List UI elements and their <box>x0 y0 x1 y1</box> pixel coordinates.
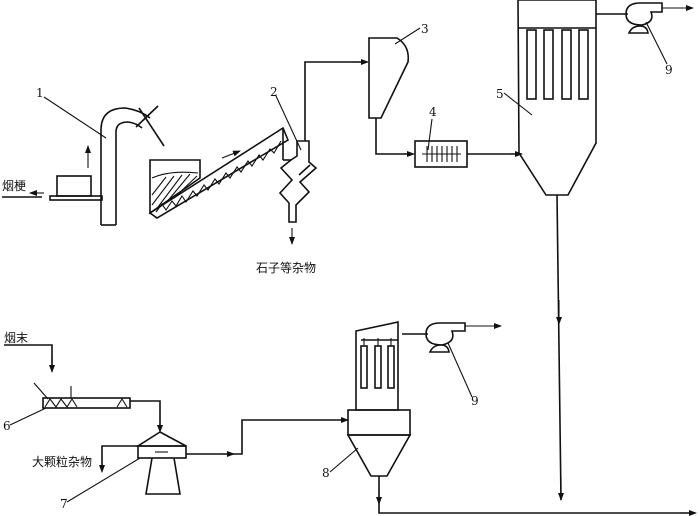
pipe-screen-to-filter8 <box>186 419 346 455</box>
screw-flights-right <box>116 397 128 408</box>
pipe-separator-to-cyclone <box>304 61 366 141</box>
lift-pipe-inner <box>115 121 143 225</box>
equipment-3-cyclone: 3 <box>368 22 429 119</box>
deflector-arm <box>135 105 159 128</box>
filter-bag <box>526 29 537 100</box>
equipment-5-bag-filter: 5 <box>496 0 597 196</box>
label-9-bottom: 9 <box>471 394 479 408</box>
equipment-1-lift-pipe: 1 <box>36 86 165 226</box>
filter-bag <box>561 29 572 100</box>
equipment-9-fan-top: 9 <box>625 2 694 77</box>
leader-5 <box>503 92 533 116</box>
screen-stand <box>145 457 181 495</box>
filter8-bag <box>387 345 395 389</box>
separator-body <box>278 140 318 223</box>
cyclone-body <box>368 37 410 119</box>
screw-flights <box>155 140 282 213</box>
label-5: 5 <box>496 87 504 101</box>
filter-housing <box>517 0 597 196</box>
filter8-bag <box>360 345 368 389</box>
screw-trough <box>42 397 131 409</box>
hopper-material-top <box>151 171 199 179</box>
oversize-chute <box>101 445 138 470</box>
label-3: 3 <box>421 22 429 36</box>
large-particles-label: 大颗粒杂物 <box>32 454 92 469</box>
screen-deck <box>137 445 187 459</box>
stems-input-label: 烟梗 <box>2 178 26 193</box>
filter8-inlet-chamber <box>347 409 411 436</box>
dust-input-label: 烟末 <box>4 331 28 345</box>
filter-bag <box>543 29 554 100</box>
leader-2 <box>275 95 302 151</box>
fan-casing <box>625 2 663 26</box>
equipment-2-air-separator: 石子等杂物 2 <box>256 85 318 275</box>
label-4: 4 <box>429 105 437 119</box>
leader-4 <box>427 118 433 151</box>
leader-6 <box>9 407 47 426</box>
pipe-filter5-down <box>556 194 562 501</box>
label-6: 6 <box>3 419 11 433</box>
screen-hood <box>135 431 187 447</box>
conveyor-hopper <box>149 159 201 215</box>
leader-8 <box>329 447 359 473</box>
label-7: 7 <box>60 497 68 511</box>
equipment-7-screen: 大颗粒杂物 7 <box>32 431 187 511</box>
conveyor-trough <box>148 126 290 219</box>
conveyor-direction-arrow <box>221 150 241 159</box>
equipment-8-bag-filter: 8 <box>322 321 412 480</box>
leader-9a <box>645 21 668 65</box>
filter8-bag <box>374 345 382 389</box>
equipment-6-screw-conveyor: 6 <box>3 382 131 433</box>
lift-pipe-outer <box>100 107 151 225</box>
equipment-4-airlock: 4 <box>414 105 468 168</box>
filter8-upper <box>355 321 399 411</box>
screw-flights-left <box>44 397 78 408</box>
separator-side-branch <box>298 164 311 176</box>
inlet-chute <box>33 382 49 400</box>
stem-hopper <box>56 175 92 197</box>
pipe-screw-to-screen <box>130 400 161 430</box>
dust-feed: 烟末 <box>4 331 55 373</box>
leader-7 <box>66 457 141 503</box>
inclined-screw-conveyor <box>148 126 291 219</box>
feed-platform <box>49 195 103 201</box>
fan-casing <box>425 322 466 346</box>
leader-3 <box>394 27 421 45</box>
label-9-top: 9 <box>665 63 673 77</box>
leader-9b <box>447 342 473 398</box>
filter8-hopper <box>346 434 412 477</box>
label-2: 2 <box>270 85 278 99</box>
filter-bag <box>578 29 589 100</box>
deflector-plate <box>138 107 165 147</box>
stem-feed: 烟梗 <box>2 145 103 201</box>
fan-base <box>428 344 450 353</box>
airlock-blades <box>426 146 458 162</box>
pipe-cyclone-to-airlock <box>375 118 412 155</box>
stones-output-label: 石子等杂物 <box>256 261 316 275</box>
equipment-9-fan-bottom: 9 <box>425 322 502 408</box>
dust-feed-line <box>4 344 53 370</box>
leader-1 <box>43 96 107 139</box>
label-1: 1 <box>36 86 44 100</box>
fan-base <box>627 25 649 34</box>
hopper-material-hatch <box>151 173 198 208</box>
collection-line <box>378 476 690 514</box>
label-8: 8 <box>322 466 330 480</box>
